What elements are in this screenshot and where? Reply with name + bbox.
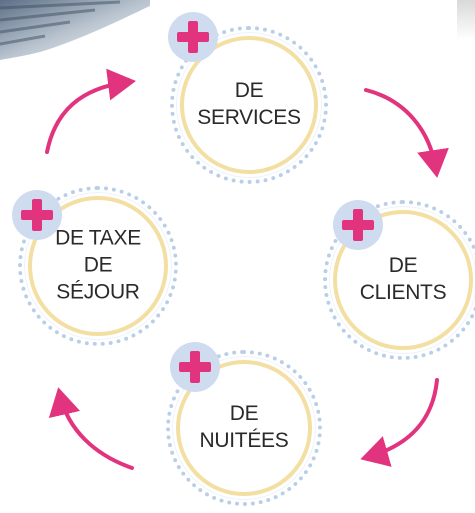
node-nuitees-line1: DE [229, 402, 259, 426]
plus-icon [179, 351, 211, 383]
corner-photo [0, 0, 150, 60]
node-taxe-line2: DE [83, 253, 113, 277]
plus-icon [21, 199, 53, 231]
node-services-label: DE SERVICES [184, 78, 314, 132]
plus-icon [342, 209, 374, 241]
node-nuitees-label: DE NUITÉES [180, 401, 308, 455]
arrow-nuitees-to-taxe [48, 387, 134, 470]
node-taxe-line1: DE TAXE [55, 226, 141, 250]
plus-badge-clients [333, 200, 383, 250]
node-clients-label: DE CLIENTS [337, 253, 469, 307]
plus-badge-taxe [12, 190, 62, 240]
plus-badge-services [168, 12, 218, 62]
node-nuitees-line2: NUITÉES [199, 429, 289, 452]
arrow-taxe-to-services [45, 68, 136, 154]
plus-badge-nuitees [170, 342, 220, 392]
corner-edge [457, 0, 475, 40]
node-taxe-dots [18, 186, 178, 346]
node-clients-line1: DE [388, 254, 418, 278]
arrow-services-to-clients [364, 88, 449, 178]
node-clients-line2: CLIENTS [359, 281, 447, 304]
node-services-dots [170, 26, 328, 184]
arrow-clients-to-nuitees [360, 378, 439, 467]
node-clients: DE CLIENTS [323, 200, 475, 360]
node-taxe-line3: SÉJOUR [56, 280, 140, 304]
node-services-line2: SERVICES [197, 106, 301, 129]
node-services-line1: DE [234, 79, 264, 103]
node-taxe-label: DE TAXE DE SÉJOUR [32, 226, 164, 307]
plus-icon [177, 21, 209, 53]
node-nuitees-dots [166, 350, 322, 506]
node-clients-dots [323, 200, 475, 360]
